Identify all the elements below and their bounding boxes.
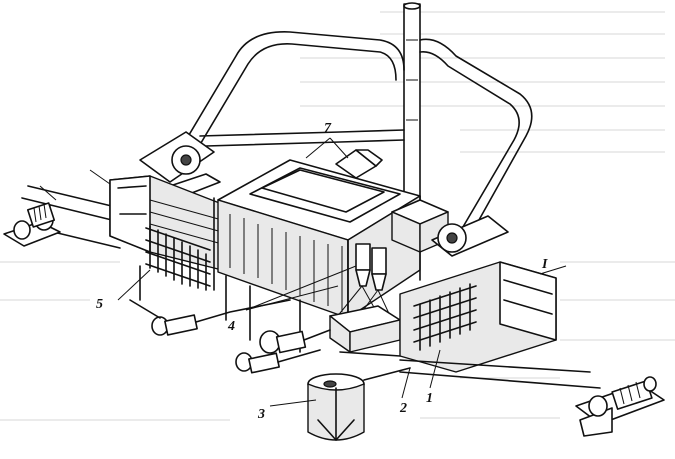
label-seven: 7: [324, 121, 332, 136]
right-housing-box: [391, 199, 449, 253]
left-drive-motor: [3, 202, 61, 247]
left-fan-unit: [139, 131, 221, 197]
settling-tank: [307, 367, 411, 441]
cyclones: [335, 243, 393, 321]
right-heating-tubes: [413, 283, 477, 351]
collection-bin: [329, 305, 401, 353]
exhaust-stack: [403, 2, 421, 240]
overhead-ducts: [179, 31, 533, 237]
label-three: 3: [257, 407, 265, 422]
left-furnace-section: [109, 175, 223, 271]
label-five: 5: [96, 297, 103, 312]
label-two: 2: [399, 401, 407, 416]
label-four: 4: [227, 319, 235, 334]
pump-units: [129, 265, 331, 374]
left-heating-tubes: [145, 225, 211, 291]
label-roman-one: I: [541, 257, 548, 272]
right-fan-unit: [431, 215, 509, 257]
right-drive-motor: [575, 376, 665, 437]
leader-lines: [39, 137, 567, 407]
right-furnace-section: [399, 261, 557, 373]
label-one: 1: [426, 391, 433, 406]
